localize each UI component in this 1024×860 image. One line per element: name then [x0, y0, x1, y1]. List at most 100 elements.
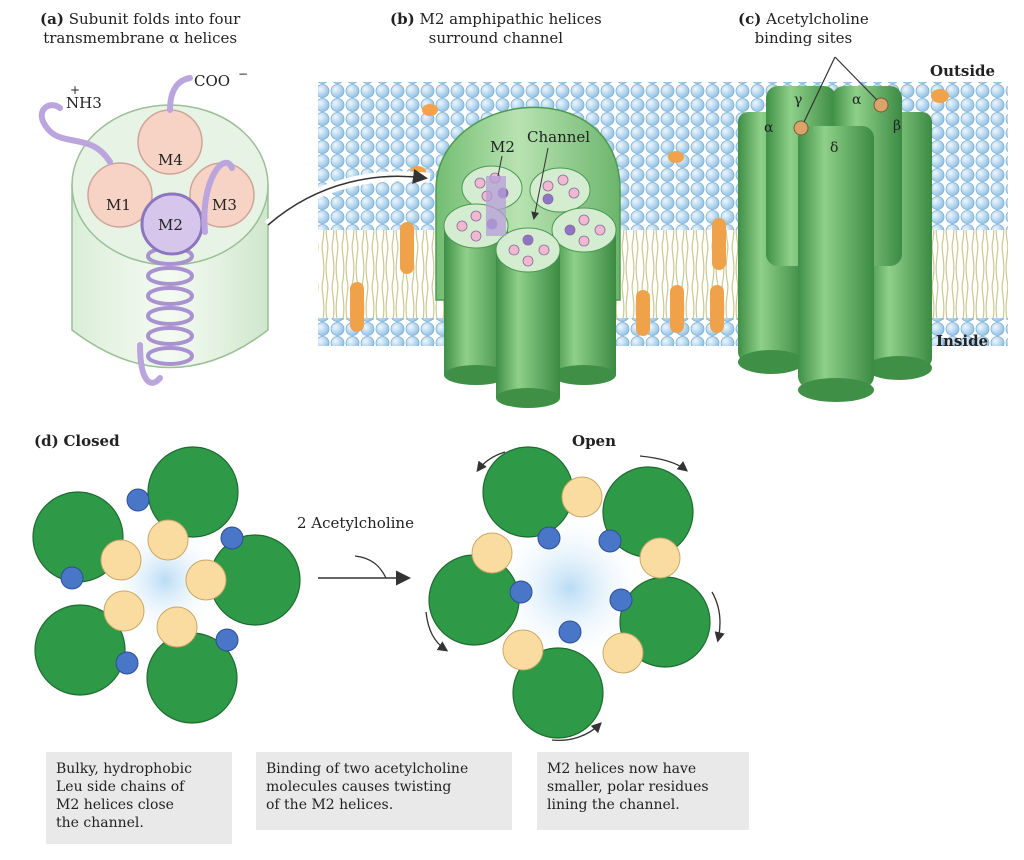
rotation-arrows: [425, 451, 725, 742]
panel-a-title-line2: transmembrane α helices: [43, 29, 238, 47]
polar-residue: [537, 526, 561, 550]
panel-d-letter: (d): [34, 432, 59, 450]
subunit-label-beta: β: [893, 118, 901, 134]
open-label: Open: [572, 432, 616, 451]
helix-green: [482, 446, 574, 538]
subunit-delta: [798, 126, 874, 388]
c-terminus-loop: [167, 75, 193, 113]
caption-binding-line: Binding of two acetylcholine: [266, 761, 469, 777]
inside-label: Inside: [936, 332, 989, 350]
channel-pointer: [531, 147, 549, 220]
ach-pointer-right: [834, 56, 878, 101]
leu-residue: [100, 539, 142, 581]
subunit-label-alpha-left: α: [764, 120, 774, 136]
panel-d-open: [425, 446, 725, 742]
panel-c-receptor: [738, 56, 932, 402]
leu-residue: [156, 606, 198, 648]
helix-label-m4: M4: [158, 151, 183, 169]
acetylcholine-arrow-label: 2 Acetylcholine: [297, 514, 414, 532]
channel-label: Channel: [527, 128, 590, 146]
panel-c-title: (c) Acetylcholine binding sites: [738, 10, 869, 48]
leu-residue: [147, 519, 189, 561]
panel-a-title-line1: Subunit folds into four: [68, 10, 241, 28]
helix-green: [428, 554, 520, 646]
leu-residue: [502, 629, 544, 671]
ach-site-right: [873, 97, 889, 113]
rotation-arrow: [711, 591, 725, 643]
panel-a-title: (a) Subunit folds into four transmembran…: [40, 10, 240, 48]
panel-d-title: (d) Closed: [34, 432, 120, 451]
pore-cylinder-base: [496, 388, 560, 408]
lipid-orange: [710, 285, 724, 333]
m2-pointer: [497, 155, 503, 177]
rotation-arrow: [476, 451, 506, 473]
ach-pointer-left: [803, 56, 836, 123]
lipid-orange: [400, 222, 414, 274]
panel-b-letter: (b): [390, 10, 415, 28]
coo-label: COO: [194, 72, 230, 90]
lipid-orange: [668, 151, 684, 163]
m2-label-b: M2: [490, 138, 515, 156]
subunit-label-alpha-right: α: [852, 92, 862, 108]
caption-closed-line: M2 helices close: [56, 797, 174, 813]
panel-c-title-line1: Acetylcholine: [766, 10, 869, 28]
leu-residue: [639, 537, 681, 579]
outside-label: Outside: [930, 62, 996, 80]
caption-closed-line: Leu side chains of: [56, 779, 185, 795]
rotation-arrow: [639, 455, 689, 472]
lipid-orange: [931, 89, 949, 103]
open-label-text: Open: [572, 432, 617, 450]
nh3-charge: +: [70, 83, 80, 97]
pore-cylinder: [496, 250, 560, 398]
m3-loop: [201, 159, 235, 235]
lipid-orange: [670, 285, 684, 333]
pore-top-front: [495, 227, 561, 273]
panel-c-letter: (c): [738, 10, 762, 28]
panel-b-title-line1: M2 amphipathic helices: [419, 10, 602, 28]
m2-lifted-helix: [486, 176, 506, 236]
rotation-arrow: [425, 611, 449, 652]
polar-residue: [60, 566, 84, 590]
polar-residue: [115, 651, 139, 675]
helix-label-m2: M2: [158, 216, 183, 234]
subunit-label-delta: δ: [830, 140, 838, 156]
polar-residue: [220, 526, 244, 550]
caption-binding: Binding of two acetylcholine molecules c…: [256, 752, 512, 830]
helix-label-m3: M3: [212, 196, 237, 214]
caption-closed-line: Bulky, hydrophobic: [56, 761, 192, 777]
n-terminus-loop: [38, 102, 113, 165]
pore-top-right: [551, 207, 617, 253]
polar-residue: [509, 580, 533, 604]
lipid-orange: [422, 104, 438, 116]
panel-b-channel: [435, 106, 621, 408]
acetylcholine-curve: [354, 555, 387, 579]
caption-open-line: smaller, polar residues: [547, 779, 709, 795]
subunit-label-gamma: γ: [794, 92, 802, 108]
nh3-label: NH3: [66, 94, 102, 112]
coo-charge: −: [238, 67, 248, 81]
lipid-orange: [636, 290, 650, 336]
pore-cylinder-base: [552, 365, 616, 385]
polar-residue: [609, 588, 633, 612]
pore-cylinder-base: [444, 365, 508, 385]
leu-residue: [185, 559, 227, 601]
helix-green: [512, 647, 604, 739]
lower-loop: [137, 342, 163, 386]
panel-b-title: (b) M2 amphipathic helices surround chan…: [390, 10, 602, 48]
caption-open: M2 helices now have smaller, polar resid…: [537, 752, 749, 830]
caption-closed: Bulky, hydrophobic Leu side chains of M2…: [46, 752, 232, 844]
leu-residue: [103, 590, 145, 632]
helix-label-m1: M1: [106, 196, 131, 214]
polar-residue: [215, 628, 239, 652]
closed-label: Closed: [63, 432, 120, 450]
pore-cylinder: [552, 230, 616, 375]
pore-top-back-right: [529, 167, 591, 213]
pore-cylinders: [444, 225, 616, 408]
helix-green: [147, 446, 239, 538]
helix-green: [34, 604, 126, 696]
caption-open-line: M2 helices now have: [547, 761, 697, 777]
lipid-orange: [350, 282, 364, 332]
panel-d-closed: [32, 446, 301, 724]
leu-residue: [471, 532, 513, 574]
panel-a-subunit: [38, 75, 269, 386]
